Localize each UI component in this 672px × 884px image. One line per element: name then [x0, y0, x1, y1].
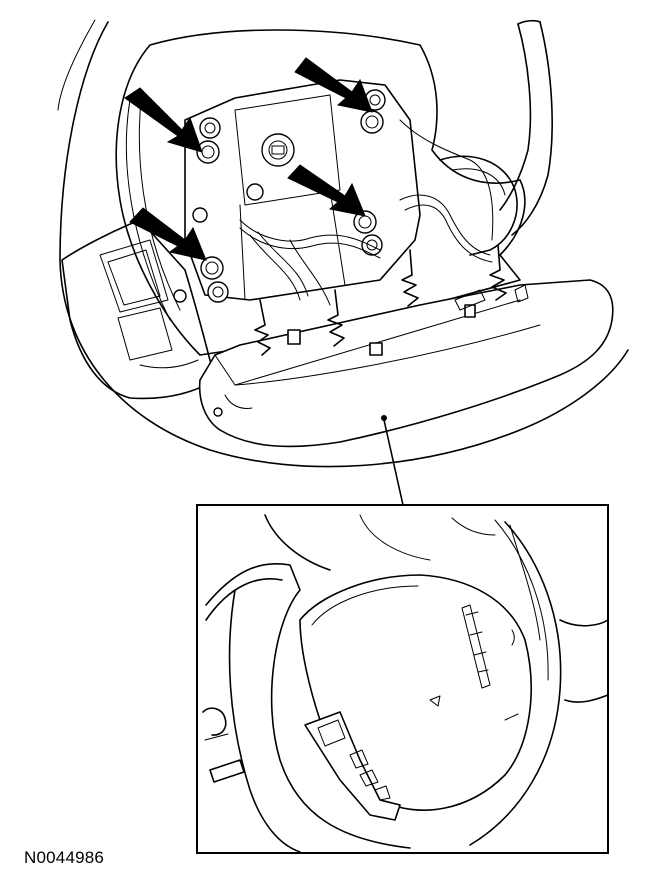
center-bolt: [261, 133, 295, 167]
detail-inset: [196, 504, 609, 854]
removal-arrows: [124, 57, 373, 261]
arrow-icon: [294, 57, 373, 113]
leader-dot: [381, 415, 387, 421]
mounting-holes: [173, 89, 386, 303]
steering-wheel-rim: [59, 21, 629, 468]
emblem-icon: [461, 604, 491, 689]
steering-wheel-removal-view: [57, 19, 629, 506]
inset-wheel-rim: [205, 563, 411, 849]
hub-opening: [115, 29, 526, 356]
figure-code: N0044986: [24, 848, 105, 867]
arrow-icon: [287, 164, 366, 217]
airbag-module: [198, 279, 614, 448]
airbag-connectors: [254, 244, 529, 356]
arrow-icon: [124, 87, 203, 153]
wire-harness: [239, 119, 494, 306]
steering-wheel-rim-inner: [499, 23, 532, 211]
leader-line: [383, 419, 404, 506]
logo-icon: [429, 695, 441, 707]
clock-spring: [439, 155, 518, 256]
arrow-icon: [129, 207, 207, 261]
